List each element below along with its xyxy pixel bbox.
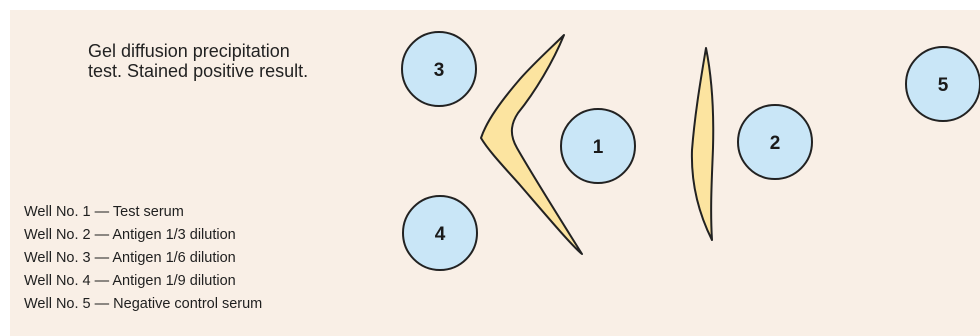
legend-item-well-4: Well No. 4 — Antigen 1/9 dilution [24,273,236,289]
well-5-label: 5 [938,75,949,96]
gel-panel [10,10,980,336]
well-3-label: 3 [434,60,445,81]
legend-item-well-2: Well No. 2 — Antigen 1/3 dilution [24,227,236,243]
well-1: 1 [560,108,636,184]
precipitin-line-chevron [480,34,583,255]
well-4-label: 4 [435,224,446,245]
well-2: 2 [737,104,813,180]
legend-item-well-1: Well No. 1 — Test serum [24,204,184,220]
precipitin-line-crescent [690,47,715,241]
legend-item-well-3: Well No. 3 — Antigen 1/6 dilution [24,250,236,266]
caption-line-2: test. Stained positive result. [88,61,309,81]
figure-caption: Gel diffusion precipitation test. Staine… [88,41,388,81]
well-4: 4 [402,195,478,271]
legend-item-well-5: Well No. 5 — Negative control serum [24,296,263,312]
well-legend: Well No. 1 — Test serum Well No. 2 — Ant… [24,201,262,316]
well-5: 5 [905,46,980,122]
well-3: 3 [401,31,477,107]
well-1-label: 1 [593,137,604,158]
well-2-label: 2 [770,133,781,154]
caption-line-1: Gel diffusion precipitation [88,41,290,61]
